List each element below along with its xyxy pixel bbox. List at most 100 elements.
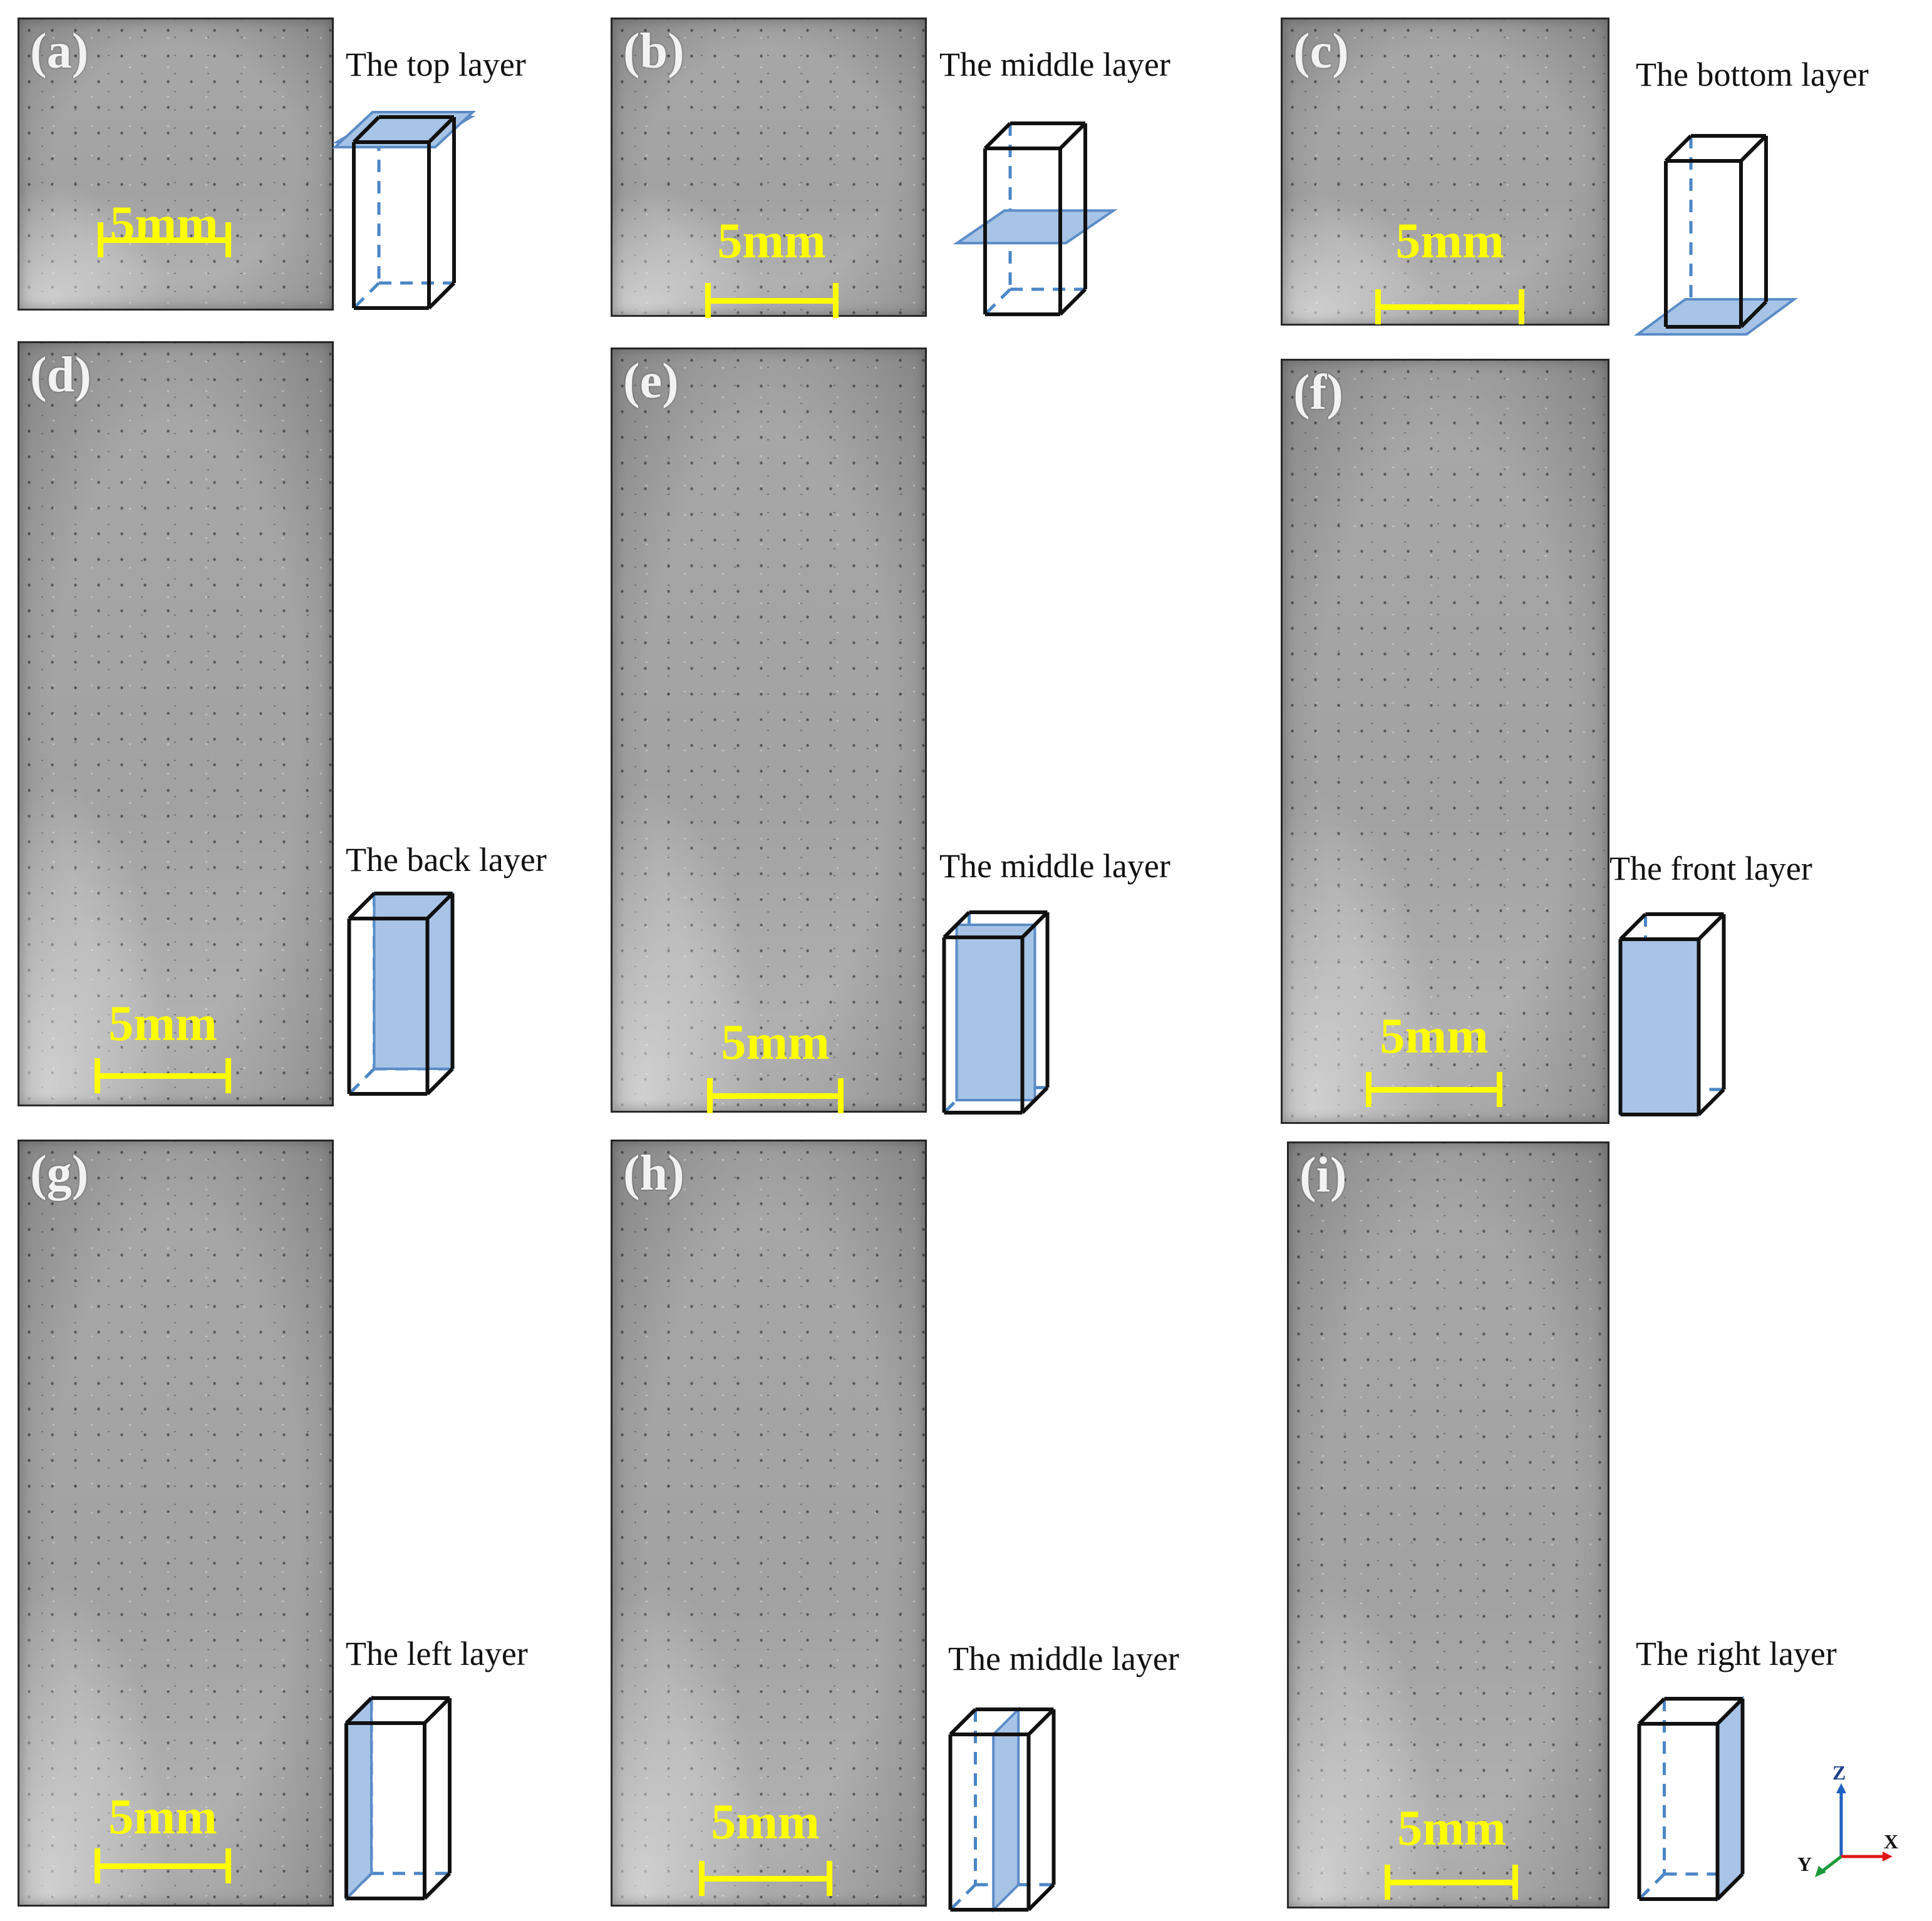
layer-box-diagram xyxy=(953,121,1118,316)
ct-slice-image: (c) xyxy=(1281,18,1609,326)
panel-label: (c) xyxy=(1293,24,1349,79)
layer-caption: The bottom layer xyxy=(1636,56,1869,93)
panel-label: (g) xyxy=(30,1146,89,1201)
box-edge xyxy=(344,1696,373,1725)
scale-bar xyxy=(710,1093,841,1099)
scale-bar-tick xyxy=(95,1058,100,1093)
layer-caption: The front layer xyxy=(1609,850,1812,887)
layer-box-diagram xyxy=(1637,1696,1745,1902)
box-edge xyxy=(1638,1697,1666,1726)
panel-label: (a) xyxy=(30,24,89,79)
box-edge xyxy=(1027,1883,1055,1912)
ct-border xyxy=(611,348,927,1113)
ct-slice-image: (i) xyxy=(1287,1141,1609,1908)
box-diagram xyxy=(953,121,1118,316)
x-axis-arrowhead xyxy=(1883,1851,1893,1862)
box-diagram xyxy=(331,111,477,310)
scale-bar-label: 5mm xyxy=(108,1790,217,1845)
box-edge xyxy=(1697,1088,1725,1116)
box-edge xyxy=(423,1696,452,1725)
scale-bar-label: 5mm xyxy=(1397,1801,1506,1856)
highlighted-plane xyxy=(1633,298,1799,336)
scale-bar-tick xyxy=(827,1861,832,1896)
box-edge xyxy=(1739,300,1768,329)
ct-slice-image: (b) xyxy=(611,18,927,317)
box-diagram xyxy=(1637,1696,1745,1902)
layer-box-diagram xyxy=(1618,912,1726,1116)
ct-slice-image: (g) xyxy=(18,1140,334,1907)
box-diagram xyxy=(1618,912,1726,1116)
ct-brightness xyxy=(18,341,334,1106)
scale-bar xyxy=(1368,1087,1500,1093)
panel-label: (e) xyxy=(623,354,679,409)
box-edge xyxy=(427,281,456,310)
scale-bar xyxy=(97,1863,229,1869)
box-edge xyxy=(1716,1697,1744,1726)
hidden-edge xyxy=(348,1068,376,1095)
ct-brightness xyxy=(1281,359,1609,1124)
layer-box-diagram xyxy=(344,1695,452,1902)
ct-brightness xyxy=(1287,1141,1609,1908)
scale-bar xyxy=(701,1876,830,1882)
scale-bar-tick xyxy=(833,283,839,318)
layer-box-diagram xyxy=(942,910,1050,1115)
hidden-edge xyxy=(353,282,380,309)
box-edge xyxy=(427,115,456,144)
scale-bar-tick xyxy=(98,222,103,257)
layer-caption: The right layer xyxy=(1636,1635,1837,1672)
ct-brightness xyxy=(18,18,334,311)
x-axis-label: X xyxy=(1884,1830,1898,1853)
layer-caption: The left layer xyxy=(346,1635,528,1672)
box-diagram xyxy=(347,892,455,1096)
panel-label: (i) xyxy=(1299,1148,1347,1203)
ct-brightness xyxy=(611,348,927,1113)
box-edge xyxy=(1619,912,1647,941)
box-edge xyxy=(943,910,971,939)
y-axis-label: Y xyxy=(1797,1853,1812,1875)
layer-box-diagram xyxy=(331,111,477,310)
scale-bar xyxy=(97,1073,229,1079)
box-edge xyxy=(1739,134,1768,163)
panel-label: (b) xyxy=(623,24,684,79)
scale-bar-tick xyxy=(1497,1072,1502,1107)
ct-brightness xyxy=(611,1140,927,1907)
ct-brightness xyxy=(611,18,927,317)
panel-label: (h) xyxy=(623,1146,684,1201)
highlighted-plane xyxy=(953,209,1118,245)
coordinate-axes: Z X Y xyxy=(1797,1761,1898,1877)
panel-label: (f) xyxy=(1293,365,1343,420)
scale-bar xyxy=(1387,1880,1516,1885)
box-edge xyxy=(426,892,454,920)
ct-slice-image: (e) xyxy=(611,348,927,1113)
scale-bar-tick xyxy=(225,1848,231,1883)
box-edge xyxy=(423,1872,452,1900)
scale-bar-label: 5mm xyxy=(1395,214,1504,269)
scale-bar-tick xyxy=(1519,289,1524,324)
box-diagram xyxy=(1633,134,1799,336)
scale-bar-label: 5mm xyxy=(717,214,826,269)
highlighted-plane xyxy=(1619,938,1700,1116)
highlighted-plane xyxy=(331,111,477,148)
z-axis-label: Z xyxy=(1832,1761,1846,1784)
scale-bar xyxy=(1378,304,1522,310)
highlighted-plane xyxy=(992,1706,1020,1913)
ct-border xyxy=(1287,1141,1609,1908)
ct-brightness xyxy=(1281,18,1609,326)
scale-bar-tick xyxy=(225,1058,231,1093)
box-edge xyxy=(426,1067,454,1096)
box-diagram xyxy=(948,1706,1056,1913)
box-edge xyxy=(1716,1872,1744,1901)
box-diagram xyxy=(344,1695,452,1902)
scale-bar-tick xyxy=(95,1848,100,1883)
box-edge xyxy=(949,1707,977,1736)
box-edge xyxy=(1697,912,1725,941)
hidden-edge xyxy=(1638,1873,1666,1900)
scale-bar xyxy=(708,298,836,304)
panel-label: (d) xyxy=(30,348,91,403)
scale-bar-label: 5mm xyxy=(1380,1009,1489,1064)
ct-slice-image: (h) xyxy=(611,1140,927,1907)
ct-slice-image: (a) xyxy=(18,18,334,311)
box-edge xyxy=(1021,910,1049,939)
scale-bar-label: 5mm xyxy=(721,1015,830,1070)
